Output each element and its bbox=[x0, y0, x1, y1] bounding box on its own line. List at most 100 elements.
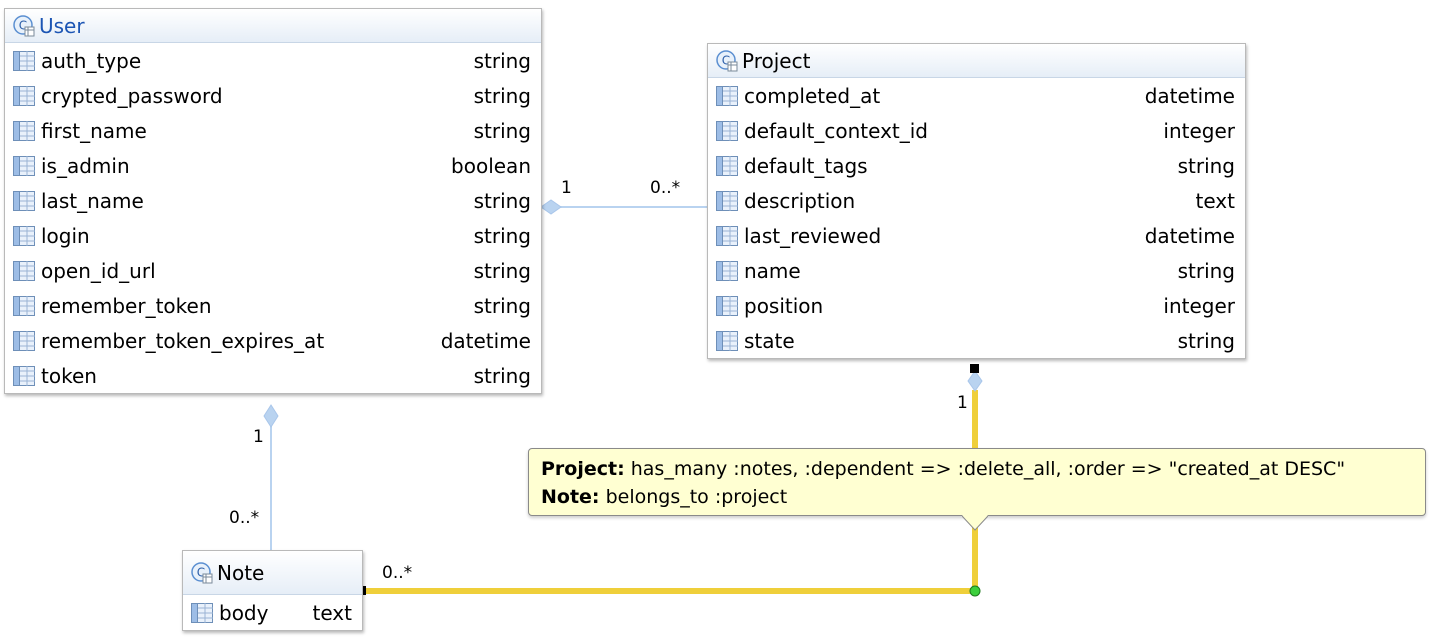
field-row[interactable]: auth_type string bbox=[5, 43, 541, 78]
field-type: string bbox=[473, 83, 531, 108]
entity-title: User bbox=[39, 13, 85, 38]
column-icon bbox=[13, 50, 35, 71]
field-type: datetime bbox=[1144, 83, 1235, 108]
field-row[interactable]: state string bbox=[708, 323, 1245, 358]
column-icon bbox=[13, 85, 35, 106]
column-icon bbox=[716, 85, 738, 106]
field-type: string bbox=[473, 258, 531, 283]
tooltip-tail bbox=[962, 515, 988, 531]
field-name: remember_token_expires_at bbox=[41, 328, 325, 353]
field-name: auth_type bbox=[41, 48, 142, 73]
column-icon bbox=[13, 260, 35, 281]
field-row[interactable]: open_id_url string bbox=[5, 253, 541, 288]
project-entity-header[interactable]: C Project bbox=[708, 44, 1245, 78]
column-icon bbox=[716, 120, 738, 141]
field-name: remember_token bbox=[41, 293, 212, 318]
project-note-target-multiplicity: 0..* bbox=[382, 563, 413, 583]
column-icon bbox=[13, 365, 35, 386]
project-selection-handle[interactable] bbox=[970, 364, 979, 373]
column-icon bbox=[716, 155, 738, 176]
field-type: string bbox=[473, 363, 531, 388]
tooltip-label: Project: bbox=[541, 458, 625, 480]
field-type: text bbox=[312, 600, 352, 625]
column-icon bbox=[13, 190, 35, 211]
field-type: integer bbox=[1163, 118, 1235, 143]
field-name: login bbox=[41, 223, 90, 248]
field-type: datetime bbox=[1144, 223, 1235, 248]
column-icon bbox=[716, 260, 738, 281]
tooltip-line-note: Note: belongs_to :project bbox=[541, 483, 1413, 511]
field-type: integer bbox=[1163, 293, 1235, 318]
user-project-diamond bbox=[540, 199, 562, 215]
user-entity-header[interactable]: C User bbox=[5, 9, 541, 43]
class-icon: C bbox=[716, 49, 738, 72]
field-name: default_tags bbox=[744, 153, 868, 178]
field-type: string bbox=[1177, 328, 1235, 353]
note-entity[interactable]: C Note body text bbox=[182, 550, 363, 631]
column-icon bbox=[191, 602, 213, 623]
field-name: description bbox=[744, 188, 856, 213]
tooltip-text: has_many :notes, :dependent => :delete_a… bbox=[624, 458, 1346, 480]
field-name: token bbox=[41, 363, 97, 388]
field-name: first_name bbox=[41, 118, 147, 143]
class-icon: C bbox=[191, 561, 213, 584]
field-type: text bbox=[1195, 188, 1235, 213]
field-name: last_reviewed bbox=[744, 223, 882, 248]
svg-text:C: C bbox=[197, 565, 205, 579]
field-row[interactable]: position integer bbox=[708, 288, 1245, 323]
user-note-target-multiplicity: 0..* bbox=[229, 508, 260, 528]
entity-title: Project bbox=[742, 48, 811, 73]
column-icon bbox=[716, 225, 738, 246]
field-row[interactable]: remember_token string bbox=[5, 288, 541, 323]
field-type: string bbox=[473, 223, 531, 248]
column-icon bbox=[13, 155, 35, 176]
note-entity-header[interactable]: C Note bbox=[183, 551, 362, 595]
field-type: string bbox=[1177, 153, 1235, 178]
column-icon bbox=[13, 225, 35, 246]
field-row[interactable]: login string bbox=[5, 218, 541, 253]
column-icon bbox=[716, 330, 738, 351]
user-project-target-multiplicity: 0..* bbox=[650, 178, 681, 198]
field-name: crypted_password bbox=[41, 83, 223, 108]
bend-point-handle[interactable] bbox=[969, 585, 981, 597]
field-row[interactable]: remember_token_expires_at datetime bbox=[5, 323, 541, 358]
column-icon bbox=[716, 190, 738, 211]
field-row[interactable]: last_reviewed datetime bbox=[708, 218, 1245, 253]
relation-tooltip: Project: has_many :notes, :dependent => … bbox=[528, 448, 1426, 516]
field-row[interactable]: crypted_password string bbox=[5, 78, 541, 113]
field-name: name bbox=[744, 258, 801, 283]
field-type: string bbox=[473, 293, 531, 318]
field-type: datetime bbox=[440, 328, 531, 353]
field-row[interactable]: completed_at datetime bbox=[708, 78, 1245, 113]
field-name: open_id_url bbox=[41, 258, 156, 283]
user-note-source-multiplicity: 1 bbox=[253, 427, 264, 447]
tooltip-line-project: Project: has_many :notes, :dependent => … bbox=[541, 455, 1413, 483]
project-entity[interactable]: C Project completed_at datetime default_co… bbox=[707, 43, 1246, 359]
field-name: state bbox=[744, 328, 795, 353]
field-name: body bbox=[219, 600, 269, 625]
field-name: position bbox=[744, 293, 824, 318]
project-note-diamond bbox=[967, 370, 983, 392]
field-row[interactable]: body text bbox=[183, 595, 362, 630]
class-icon: C bbox=[13, 14, 35, 37]
field-name: is_admin bbox=[41, 153, 130, 178]
field-row[interactable]: token string bbox=[5, 358, 541, 393]
field-name: completed_at bbox=[744, 83, 881, 108]
field-type: string bbox=[473, 48, 531, 73]
column-icon bbox=[716, 295, 738, 316]
field-row[interactable]: is_admin boolean bbox=[5, 148, 541, 183]
svg-text:C: C bbox=[19, 18, 27, 32]
field-name: last_name bbox=[41, 188, 144, 213]
field-row[interactable]: description text bbox=[708, 183, 1245, 218]
project-note-source-multiplicity: 1 bbox=[957, 393, 968, 413]
column-icon bbox=[13, 295, 35, 316]
field-type: boolean bbox=[451, 153, 531, 178]
field-row[interactable]: default_tags string bbox=[708, 148, 1245, 183]
